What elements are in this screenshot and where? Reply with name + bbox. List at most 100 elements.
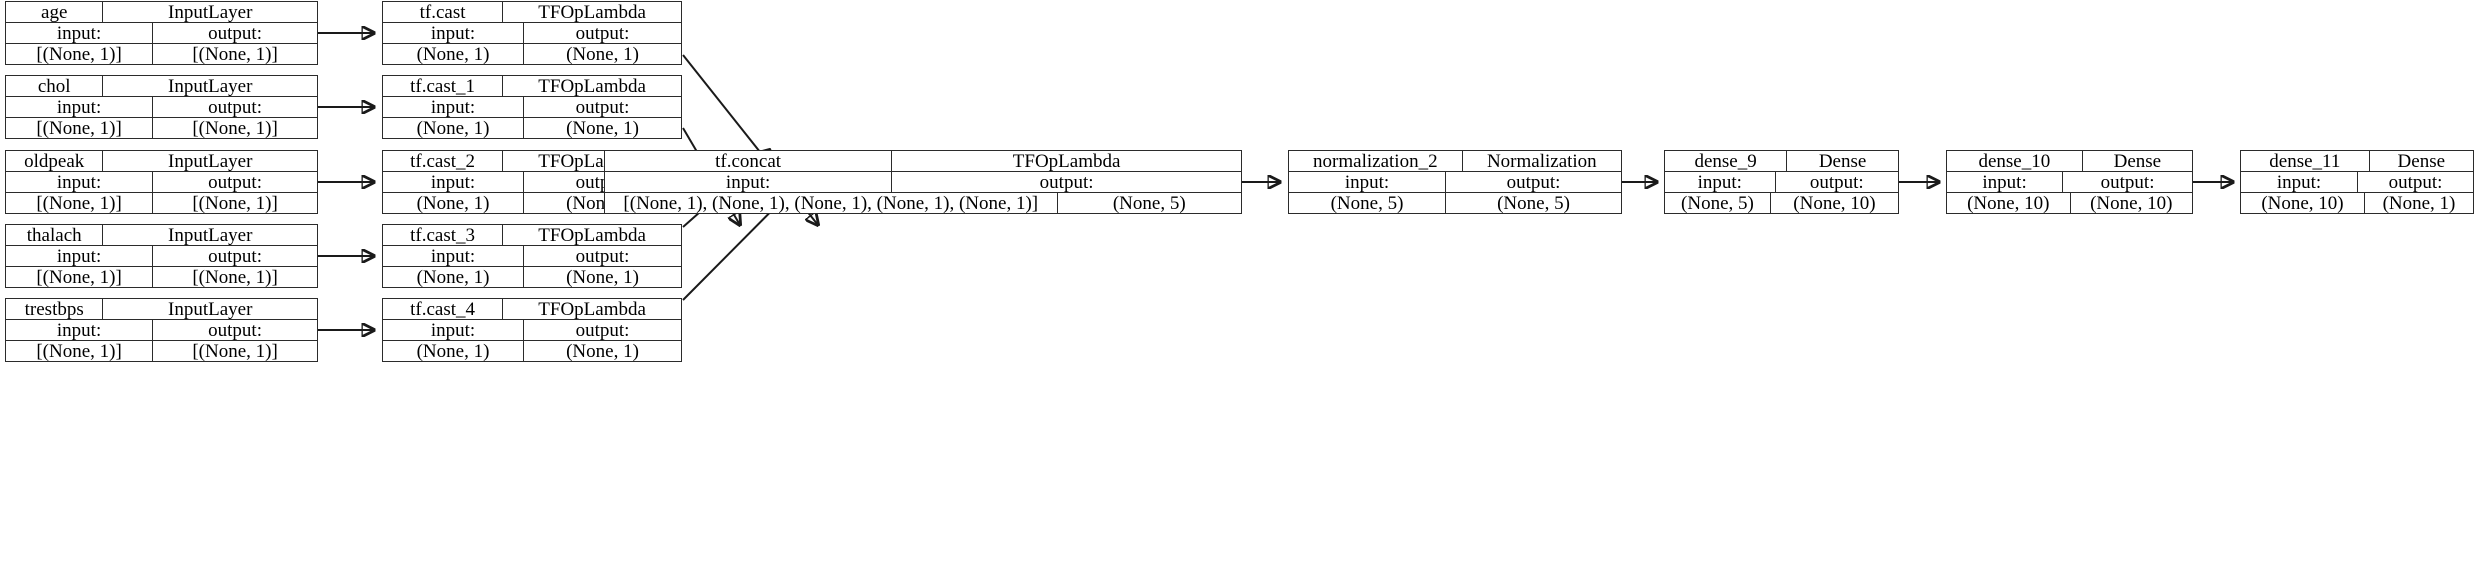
node-output-label: output: xyxy=(2357,172,2473,192)
node-class: TFOpLambda xyxy=(891,151,1241,171)
node-title-row: tf.cast_4 TFOpLambda xyxy=(383,299,681,319)
node-shape-row: (None, 1) (None, 1) xyxy=(383,340,681,361)
node-name: tf.cast_3 xyxy=(410,225,476,245)
node-input-shape: (None, 5) xyxy=(1681,193,1754,213)
node-class: InputLayer xyxy=(102,76,317,96)
node-input-label: input: xyxy=(1344,172,1390,192)
node-input-shape: [(None, 1)] xyxy=(36,44,122,64)
node-input-shape: (None, 1) xyxy=(416,44,490,64)
node-io-row: input: output: xyxy=(6,319,317,340)
node-class: InputLayer xyxy=(102,225,317,245)
node-dense-11[interactable]: dense_11 Dense input: output: (None, 10)… xyxy=(2240,150,2474,214)
node-title-row: dense_10 Dense xyxy=(1947,151,2192,171)
node-output-label: output: xyxy=(152,23,317,43)
node-io-row: input: output: xyxy=(605,171,1241,192)
node-output-label: output: xyxy=(152,97,317,117)
node-output-shape: (None, 1) xyxy=(523,44,681,64)
node-trestbps[interactable]: trestbps InputLayer input: output: [(Non… xyxy=(5,298,318,362)
node-input-shape: (None, 1) xyxy=(416,193,490,213)
node-output-shape: (None, 1) xyxy=(523,118,681,138)
node-output-shape: (None, 1) xyxy=(523,267,681,287)
node-input-label: input: xyxy=(56,172,102,192)
node-class: InputLayer xyxy=(102,151,317,171)
node-io-row: input: output: xyxy=(1947,171,2192,192)
node-name: tf.cast_4 xyxy=(410,299,476,319)
node-normalization-2[interactable]: normalization_2 Normalization input: out… xyxy=(1288,150,1622,214)
node-class: InputLayer xyxy=(102,299,317,319)
node-title-row: thalach InputLayer xyxy=(6,225,317,245)
node-name: tf.cast_2 xyxy=(410,151,476,171)
node-output-shape: (None, 1) xyxy=(523,341,681,361)
node-io-row: input: output: xyxy=(6,245,317,266)
node-name: oldpeak xyxy=(24,151,85,171)
node-tf-cast-4[interactable]: tf.cast_4 TFOpLambda input: output: (Non… xyxy=(382,298,682,362)
node-tf-cast[interactable]: tf.cast TFOpLambda input: output: (None,… xyxy=(382,1,682,65)
node-dense-10[interactable]: dense_10 Dense input: output: (None, 10)… xyxy=(1946,150,2193,214)
node-title-row: normalization_2 Normalization xyxy=(1289,151,1621,171)
node-io-row: input: output: xyxy=(383,319,681,340)
node-input-label: input: xyxy=(430,97,476,117)
node-title-row: chol InputLayer xyxy=(6,76,317,96)
node-output-shape: [(None, 1)] xyxy=(152,118,317,138)
node-input-shape: (None, 1) xyxy=(416,118,490,138)
node-name: thalach xyxy=(26,225,82,245)
node-class: Normalization xyxy=(1461,151,1621,171)
node-title-row: tf.concat TFOpLambda xyxy=(605,151,1241,171)
node-name: age xyxy=(41,2,68,22)
node-io-row: input: output: xyxy=(2241,171,2473,192)
node-shape-row: (None, 1) (None, 1) xyxy=(383,117,681,138)
node-class: Dense xyxy=(2081,151,2192,171)
node-shape-row: [(None, 1)] [(None, 1)] xyxy=(6,192,317,213)
node-input-label: input: xyxy=(1697,172,1742,192)
node-name: trestbps xyxy=(24,299,84,319)
node-name: tf.cast_1 xyxy=(410,76,476,96)
node-age[interactable]: age InputLayer input: output: [(None, 1)… xyxy=(5,1,318,65)
node-input-label: input: xyxy=(430,23,476,43)
node-class: TFOpLambda xyxy=(502,299,681,319)
node-input-label: input: xyxy=(430,320,476,340)
node-class: Dense xyxy=(2368,151,2473,171)
node-title-row: tf.cast_3 TFOpLambda xyxy=(383,225,681,245)
node-shape-row: (None, 10) (None, 1) xyxy=(2241,192,2473,213)
node-input-shape: (None, 1) xyxy=(416,341,490,361)
node-tf-cast-3[interactable]: tf.cast_3 TFOpLambda input: output: (Non… xyxy=(382,224,682,288)
node-input-shape: (None, 5) xyxy=(1330,193,1404,213)
node-input-shape: (None, 10) xyxy=(2261,193,2344,213)
node-io-row: input: output: xyxy=(1665,171,1898,192)
node-output-label: output: xyxy=(523,97,681,117)
node-io-row: input: output: xyxy=(383,245,681,266)
node-output-label: output: xyxy=(1445,172,1621,192)
node-name: tf.cast xyxy=(419,2,466,22)
node-output-label: output: xyxy=(152,320,317,340)
node-title-row: dense_11 Dense xyxy=(2241,151,2473,171)
node-shape-row: [(None, 1), (None, 1), (None, 1), (None,… xyxy=(605,192,1241,213)
node-output-label: output: xyxy=(152,246,317,266)
node-title-row: age InputLayer xyxy=(6,2,317,22)
node-class: InputLayer xyxy=(102,2,317,22)
node-output-shape: (None, 5) xyxy=(1445,193,1621,213)
node-input-label: input: xyxy=(430,172,476,192)
node-name: chol xyxy=(37,76,71,96)
node-class: TFOpLambda xyxy=(502,76,681,96)
node-title-row: oldpeak InputLayer xyxy=(6,151,317,171)
node-dense-9[interactable]: dense_9 Dense input: output: (None, 5) (… xyxy=(1664,150,1899,214)
node-class: TFOpLambda xyxy=(502,2,681,22)
node-output-shape: [(None, 1)] xyxy=(152,44,317,64)
node-shape-row: (None, 5) (None, 5) xyxy=(1289,192,1621,213)
node-chol[interactable]: chol InputLayer input: output: [(None, 1… xyxy=(5,75,318,139)
node-oldpeak[interactable]: oldpeak InputLayer input: output: [(None… xyxy=(5,150,318,214)
node-tf-cast-1[interactable]: tf.cast_1 TFOpLambda input: output: (Non… xyxy=(382,75,682,139)
node-input-label: input: xyxy=(56,23,102,43)
node-tf-concat[interactable]: tf.concat TFOpLambda input: output: [(No… xyxy=(604,150,1242,214)
node-name: tf.concat xyxy=(715,151,782,171)
node-class: TFOpLambda xyxy=(502,225,681,245)
node-output-shape: (None, 10) xyxy=(1769,193,1898,213)
node-output-label: output: xyxy=(523,23,681,43)
node-output-shape: [(None, 1)] xyxy=(152,267,317,287)
node-input-label: input: xyxy=(430,246,476,266)
node-input-shape: [(None, 1), (None, 1), (None, 1), (None,… xyxy=(623,193,1039,213)
node-shape-row: [(None, 1)] [(None, 1)] xyxy=(6,340,317,361)
node-thalach[interactable]: thalach InputLayer input: output: [(None… xyxy=(5,224,318,288)
